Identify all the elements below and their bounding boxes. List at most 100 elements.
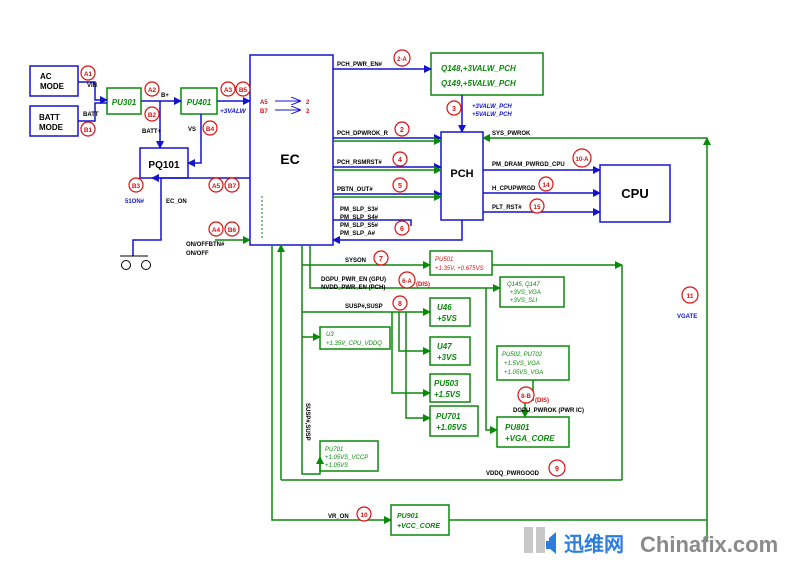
ec-on-label: EC_ON [166, 199, 187, 205]
syson-label: SYSON [345, 258, 366, 264]
svg-text:A4: A4 [212, 227, 221, 234]
ac-mode-label-2: MODE [40, 82, 65, 91]
pu502-box: PU502, PU702 +1.5VS_VGA +1.05VS_VGA [496, 345, 570, 381]
pch-pwr-en-label: PCH_PWR_EN# [337, 62, 383, 68]
marker-8: 8 [392, 295, 408, 311]
q145-box: Q145, Q147 +3VS_VGA +3VS_SLI [499, 276, 565, 308]
marker-11: 11 [681, 286, 699, 304]
pu401-box: PU401 [180, 87, 218, 115]
svg-text:6-A: 6-A [402, 279, 412, 285]
pbtn-out-label: PBTN_OUT# [337, 187, 373, 193]
watermark-logo-icon [524, 527, 556, 554]
pu701b-label-3: +1.05VS [325, 463, 348, 469]
q145-label-3: +3VS_SLI [510, 298, 538, 304]
pu701-vccp-box: PU701 +1.05VS_VCCP +1.05VS [319, 440, 379, 472]
u46-box: U46 +5VS [429, 297, 471, 327]
pm-slp-s5-label: PM_SLP_S5# [340, 223, 379, 229]
ac-mode-label-1: AC [40, 72, 52, 81]
green-wires [215, 134, 711, 540]
u3-label-2: +1.35V_CPU_VDDQ [326, 341, 382, 347]
nvdd-pwr-en-label: NVDD_PWR_EN (PCH) [321, 285, 385, 291]
watermark: 迅维网 Chinafix.com [524, 527, 778, 557]
batt-mode-box: BATT MODE [29, 105, 79, 137]
onoff-label: ON/OFF [186, 251, 209, 257]
vs-label: VS [188, 127, 196, 133]
marker-10a: 10-A [572, 148, 592, 168]
svg-text:10-A: 10-A [575, 157, 589, 163]
pu801-label-1: PU801 [505, 423, 530, 432]
pu502-label-1: PU502, PU702 [502, 352, 543, 358]
marker-10: 10 [356, 506, 372, 522]
marker-b5: B5 [235, 81, 251, 97]
vgate-label: VGATE [677, 314, 697, 320]
svg-text:6: 6 [400, 226, 404, 233]
pm-slp-s4-label: PM_SLP_S4# [340, 215, 379, 221]
marker-5: 5 [392, 177, 408, 193]
pu502-label-3: +1.05VS_VGA [504, 370, 543, 376]
svg-text:B2: B2 [148, 112, 157, 119]
ec-2a-label: 2 [306, 100, 310, 106]
marker-b1: B1 [80, 121, 96, 137]
marker-8b: 8-B [517, 386, 535, 404]
pu503-label-2: +1.5VS [434, 390, 461, 399]
pu701-label-2: +1.05VS [436, 423, 468, 432]
ec-internal-arrows [275, 101, 300, 110]
u47-label-2: +3VS [437, 353, 457, 362]
svg-text:8: 8 [398, 301, 402, 308]
q148-box: Q148,+3VALW_PCH Q149,+5VALW_PCH [430, 52, 544, 96]
marker-7: 7 [373, 250, 389, 266]
pm-slp-s3-label: PM_SLP_S3# [340, 207, 379, 213]
watermark-chinese: 迅维网 [564, 532, 624, 556]
pch-dpwrok-label: PCH_DPWROK_R [337, 131, 389, 137]
pm-dram-label: PM_DRAM_PWRGD_CPU [492, 162, 565, 168]
dgpu-pwrok-label: DGPU_PWROK (PWR IC) [513, 408, 584, 414]
q145-label-2: +3VS_VGA [510, 290, 541, 296]
svg-text:B1: B1 [84, 127, 93, 134]
pu501-label-1: PU501 [435, 257, 453, 263]
svg-text:10: 10 [360, 512, 368, 519]
batt-mode-label-2: MODE [39, 123, 64, 132]
marker-2a: 2-A [393, 49, 411, 67]
marker-14: 14 [538, 176, 554, 192]
pu901-label-1: PU901 [397, 513, 419, 520]
pu501-label-2: +1.35V, +0.675VS [435, 266, 484, 272]
svg-text:A1: A1 [84, 71, 93, 78]
svg-text:A2: A2 [148, 87, 157, 94]
marker-b2: B2 [144, 106, 160, 122]
pu801-label-2: +VGA_CORE [505, 434, 555, 443]
svg-text:5: 5 [398, 183, 402, 190]
marker-b4: B4 [202, 120, 218, 136]
valw-pch-label-1: +3VALW_PCH [472, 104, 512, 110]
watermark-brand: Chinafix.com [640, 532, 778, 557]
svg-text:8-B: 8-B [521, 394, 531, 400]
svg-text:A5: A5 [212, 183, 221, 190]
marker-a1: A1 [80, 65, 96, 81]
pu301-box: PU301 [106, 87, 142, 115]
u3-label-1: U3 [326, 332, 334, 338]
pu503-label-1: PU503 [434, 379, 459, 388]
svg-text:9: 9 [555, 466, 559, 473]
susp-label: SUSP#,SUSP [345, 304, 383, 310]
marker-3: 3 [446, 100, 462, 116]
pu401-label: PU401 [187, 98, 212, 107]
pu701b-label-2: +1.05VS_VCCP [325, 455, 368, 461]
pu701-label-1: PU701 [436, 412, 461, 421]
svg-text:B3: B3 [132, 183, 141, 190]
batt-label: BATT [83, 112, 99, 118]
h-cpupwrgd-label: H_CPUPWRGD [492, 186, 536, 192]
u46-label-1: U46 [437, 303, 452, 312]
sys-pwrok-label: SYS_PWROK [492, 131, 531, 137]
plt-rst-label: PLT_RST# [492, 205, 522, 211]
pch-box: PCH [440, 131, 484, 221]
svg-text:4: 4 [398, 157, 402, 164]
svg-text:2: 2 [400, 127, 404, 134]
marker-b3: B3 [128, 177, 144, 193]
dgpu-pwr-en-label: DGPU_PWR_EN (GPU) [321, 277, 386, 283]
svg-text:B6: B6 [228, 227, 237, 234]
q148-label-2: Q149,+5VALW_PCH [441, 79, 516, 88]
pu503-box: PU503 +1.5VS [429, 373, 471, 403]
svg-text:7: 7 [379, 256, 383, 263]
pu701-box: PU701 +1.05VS [429, 405, 479, 437]
b-plus-label: B+ [161, 93, 169, 99]
